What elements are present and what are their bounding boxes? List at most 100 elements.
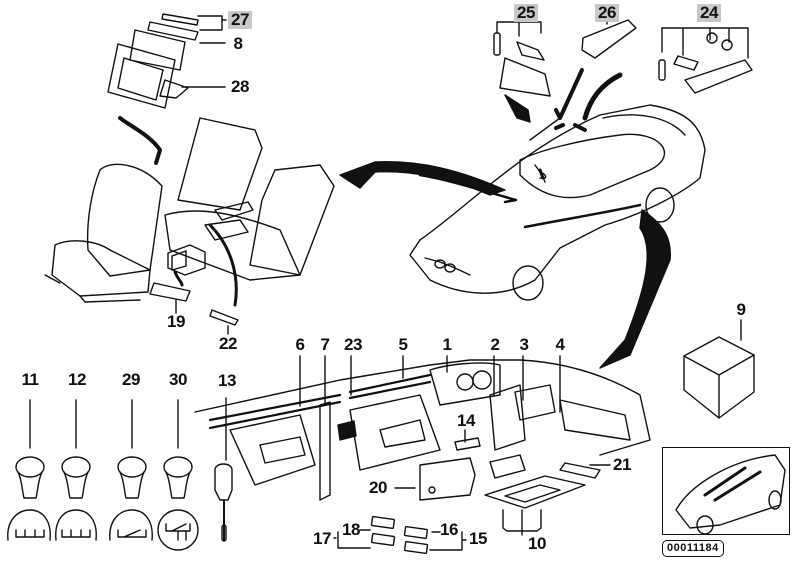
seal-strip-27[interactable] xyxy=(161,13,199,26)
car-roof-light-mark xyxy=(554,123,587,132)
roof-handle-light-26[interactable] xyxy=(581,19,637,59)
rear-door-panel[interactable] xyxy=(229,414,316,486)
gear-knob-30[interactable] xyxy=(163,456,193,499)
door-trim-strip-6[interactable] xyxy=(208,393,342,430)
passenger-trim-4[interactable] xyxy=(559,399,631,441)
b-pillar-7[interactable] xyxy=(319,401,331,501)
switch-15b[interactable] xyxy=(403,540,429,555)
armrest[interactable] xyxy=(214,201,254,221)
center-box[interactable] xyxy=(167,244,206,276)
rear-console-20[interactable] xyxy=(419,457,476,501)
callout-12[interactable]: 12 xyxy=(68,370,86,389)
bulb-24c[interactable] xyxy=(721,39,733,51)
rear-wheel xyxy=(645,187,675,223)
car-windshield xyxy=(519,133,666,199)
front-seat-cushion[interactable] xyxy=(51,240,151,297)
callout-28[interactable]: 28 xyxy=(231,77,249,96)
callout-6[interactable]: 6 xyxy=(295,335,305,354)
center-trim-2[interactable] xyxy=(489,384,526,451)
car-grille xyxy=(424,257,471,276)
arrow-box-to-19 xyxy=(173,270,184,287)
bulb-24b[interactable] xyxy=(706,32,718,44)
bracket-15 xyxy=(429,531,467,551)
lamp-24[interactable] xyxy=(673,55,699,71)
callout-9[interactable]: 9 xyxy=(736,300,746,319)
box-right xyxy=(718,354,755,419)
gear-knob-29[interactable] xyxy=(117,456,147,499)
callout-8[interactable]: 8 xyxy=(233,34,243,53)
front-door-panel[interactable] xyxy=(349,394,441,471)
console-trim-3[interactable] xyxy=(514,384,556,421)
callout-7[interactable]: 7 xyxy=(320,335,330,354)
callout-15[interactable]: 15 xyxy=(469,529,487,548)
monitor-mount xyxy=(159,79,189,99)
arrow-25 xyxy=(504,94,531,123)
callout-20[interactable]: 20 xyxy=(369,478,387,497)
bulb-24[interactable] xyxy=(658,59,666,81)
callout-25[interactable]: 25 xyxy=(514,4,538,22)
switch-block-17b[interactable] xyxy=(370,532,396,547)
callout-21[interactable]: 21 xyxy=(613,455,631,474)
headrest-cover[interactable] xyxy=(129,29,186,71)
callout-29[interactable]: 29 xyxy=(122,370,140,389)
callout-10[interactable]: 10 xyxy=(528,534,546,553)
monitor-housing-28[interactable] xyxy=(107,43,176,109)
callout-24[interactable]: 24 xyxy=(697,4,721,22)
car-interior-light-mark xyxy=(538,168,545,180)
callout-5[interactable]: 5 xyxy=(398,335,408,354)
callout-17[interactable]: 17 xyxy=(313,529,331,548)
callout-11[interactable]: 11 xyxy=(21,370,39,389)
module-box-9[interactable] xyxy=(683,319,755,419)
cover-panel-19[interactable] xyxy=(149,282,191,302)
switch-block-18[interactable] xyxy=(370,515,396,530)
trim-strip-22[interactable] xyxy=(209,309,239,326)
callout-27[interactable]: 27 xyxy=(228,11,252,29)
seal-strip-8[interactable] xyxy=(147,21,199,41)
door-trim-strip-5[interactable] xyxy=(348,373,432,400)
instrument-cluster-1[interactable] xyxy=(429,362,501,406)
callout-19[interactable]: 19 xyxy=(167,312,185,331)
arrow-24 xyxy=(582,72,623,121)
callout-18[interactable]: 18 xyxy=(342,520,360,539)
callout-22[interactable]: 22 xyxy=(219,334,237,353)
monitor-screen xyxy=(117,57,164,101)
seats-group xyxy=(44,117,335,307)
light-housing-25[interactable] xyxy=(499,57,551,97)
callout-14[interactable]: 14 xyxy=(457,411,475,430)
armrest-box xyxy=(204,219,249,241)
gauge-right xyxy=(472,370,492,390)
gear-knob-12[interactable] xyxy=(61,456,91,499)
lights-group xyxy=(493,15,753,123)
light-housing-24[interactable] xyxy=(684,59,753,94)
callout-3[interactable]: 3 xyxy=(519,335,529,354)
inset-rear-wheel xyxy=(768,490,782,510)
bracket-17 xyxy=(333,531,371,549)
gear-knobs-group xyxy=(7,399,233,551)
callout-13[interactable]: 13 xyxy=(218,371,236,390)
callout-23[interactable]: 23 xyxy=(344,335,362,354)
callout-2[interactable]: 2 xyxy=(490,335,500,354)
dashboard-group xyxy=(194,359,651,509)
kidney-grille-right xyxy=(444,263,456,273)
bulb-25[interactable] xyxy=(493,32,501,56)
selector-lever-13[interactable] xyxy=(214,463,233,542)
front-seat-back[interactable] xyxy=(86,163,163,277)
callout-26[interactable]: 26 xyxy=(595,4,619,22)
callout-16[interactable]: 16 xyxy=(440,520,458,539)
vent-grille-14[interactable] xyxy=(454,437,481,451)
switch-16[interactable] xyxy=(403,525,429,540)
car-body[interactable] xyxy=(409,104,706,294)
lamp-25[interactable] xyxy=(516,41,545,61)
storage-tray-10[interactable] xyxy=(484,475,586,509)
callout-1[interactable]: 1 xyxy=(442,335,452,354)
rear-seat-back-left[interactable] xyxy=(177,117,263,211)
front-door-handle xyxy=(379,419,426,448)
callout-4[interactable]: 4 xyxy=(555,335,565,354)
gear-knob-11[interactable] xyxy=(15,456,45,499)
switch-23[interactable] xyxy=(337,420,357,441)
callout-30[interactable]: 30 xyxy=(169,370,187,389)
dashboard-leaders xyxy=(225,355,611,536)
trim-strip-21[interactable] xyxy=(559,462,601,479)
rear-seat-cushion[interactable] xyxy=(164,210,301,281)
